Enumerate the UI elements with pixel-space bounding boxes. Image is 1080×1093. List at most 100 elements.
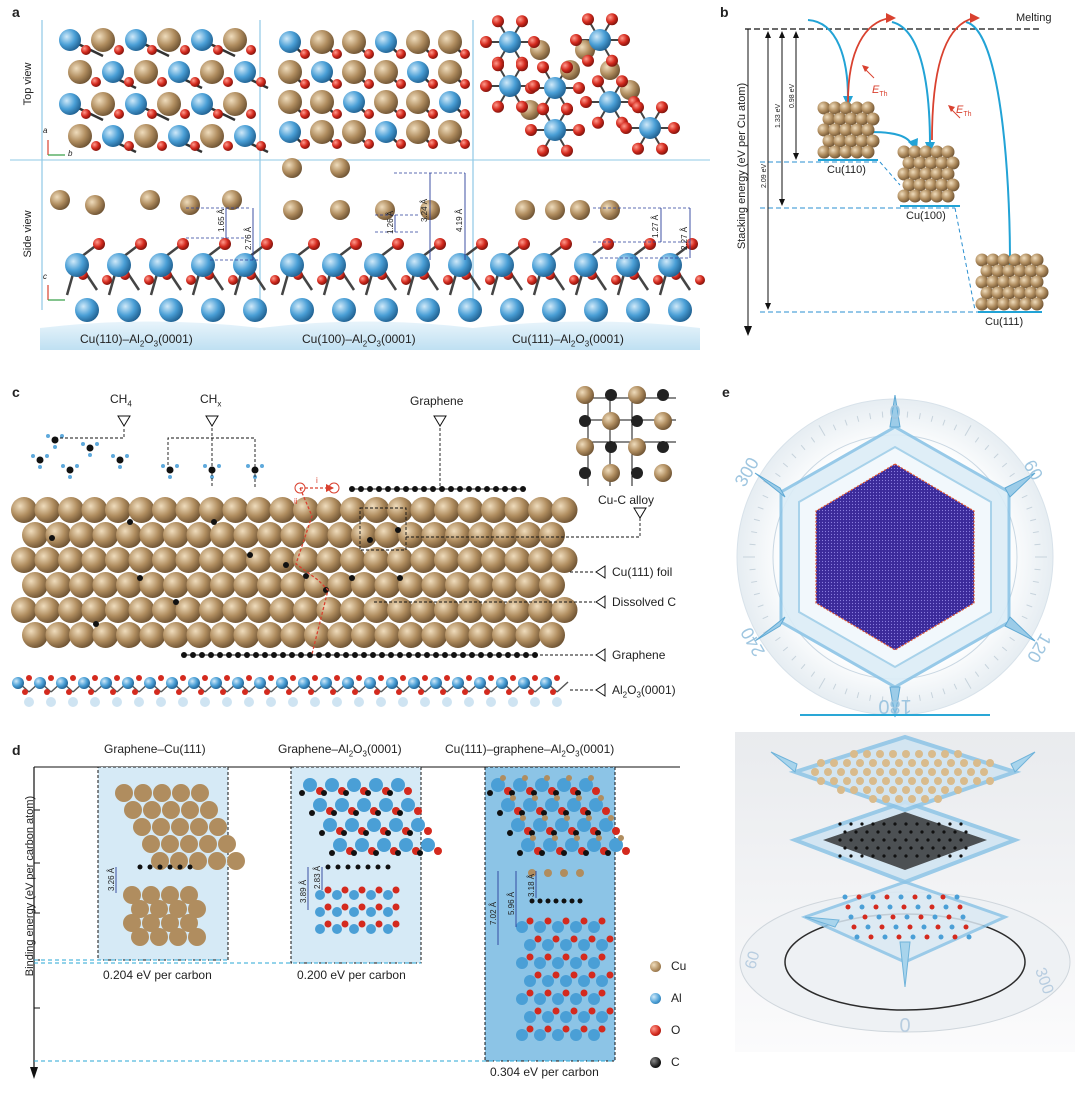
bond — [974, 671, 980, 677]
atom — [175, 597, 202, 623]
atom — [320, 677, 332, 689]
atom — [980, 768, 988, 776]
atom — [588, 1007, 596, 1015]
atom — [58, 547, 84, 573]
atom — [557, 778, 571, 792]
atom — [570, 921, 582, 933]
atom — [1008, 275, 1022, 289]
atom — [191, 253, 215, 277]
atom — [203, 464, 207, 468]
atom — [539, 622, 565, 648]
atom — [180, 45, 190, 55]
atom — [584, 298, 608, 322]
atom — [278, 90, 302, 114]
atom — [91, 141, 101, 151]
atom — [850, 101, 864, 115]
atom — [963, 924, 969, 930]
atom — [410, 497, 437, 523]
atom — [169, 928, 187, 946]
atom — [552, 697, 562, 707]
label-al2o3: Al2O3(0001) — [612, 683, 676, 700]
atom — [580, 953, 588, 961]
atom — [552, 935, 560, 943]
atom — [686, 238, 698, 250]
atom — [300, 139, 310, 149]
render-dial-60: 60 — [742, 949, 763, 971]
atom — [848, 914, 854, 920]
atom — [576, 795, 582, 801]
caption-cu111: Cu(111)–Al2O3(0001) — [512, 332, 624, 349]
atom — [849, 822, 853, 826]
atom — [123, 886, 141, 904]
atom — [151, 852, 169, 870]
atom — [882, 759, 890, 767]
atom — [444, 675, 450, 681]
atom — [481, 547, 507, 573]
atom — [199, 547, 225, 573]
atom — [190, 141, 200, 151]
bond — [930, 415, 934, 422]
atom — [332, 139, 342, 149]
atom — [934, 777, 942, 785]
atom — [406, 90, 430, 114]
atom — [341, 830, 347, 836]
atom — [460, 79, 470, 89]
atom — [210, 677, 222, 689]
dist-a2-1: 1.26 Å — [386, 210, 395, 234]
atom — [408, 677, 420, 689]
atom — [980, 264, 994, 278]
atom — [157, 864, 163, 870]
bond — [751, 531, 758, 534]
atom — [149, 253, 173, 277]
atom — [466, 675, 472, 681]
atom — [457, 597, 484, 623]
atom — [105, 547, 131, 573]
atom — [169, 900, 187, 918]
atom — [566, 775, 572, 781]
atom — [445, 572, 471, 598]
atom — [530, 697, 540, 707]
atom — [626, 298, 650, 322]
atom — [561, 144, 573, 157]
atom — [45, 572, 72, 598]
atom — [116, 456, 124, 464]
atom — [570, 993, 582, 1005]
panel-b-letter: b — [720, 4, 729, 20]
atom — [879, 924, 885, 930]
atom — [575, 790, 581, 796]
atom — [943, 904, 949, 910]
atom — [313, 798, 327, 812]
atom — [332, 924, 342, 934]
atom — [937, 822, 941, 826]
atom — [941, 786, 949, 794]
atom — [948, 822, 952, 826]
atom — [954, 768, 962, 776]
atom — [928, 786, 936, 794]
atom — [68, 60, 92, 84]
atom — [375, 903, 383, 911]
atom — [975, 253, 989, 267]
bond — [753, 518, 760, 522]
atom — [324, 920, 332, 928]
atom — [657, 441, 669, 453]
atom — [280, 572, 307, 598]
atom — [375, 886, 383, 894]
atom — [518, 238, 530, 250]
atom — [156, 697, 166, 707]
atom — [443, 275, 453, 285]
atom — [332, 298, 356, 322]
atom — [910, 934, 916, 940]
atom — [882, 822, 886, 826]
atom — [980, 286, 994, 300]
atom — [460, 109, 470, 119]
atom — [975, 297, 989, 311]
atom — [176, 689, 182, 695]
atom — [895, 777, 903, 785]
atom — [366, 890, 376, 900]
atom — [490, 253, 514, 277]
atom — [323, 587, 329, 593]
atom — [843, 759, 851, 767]
atom — [358, 886, 366, 894]
bond — [869, 694, 872, 701]
atom — [140, 190, 160, 210]
